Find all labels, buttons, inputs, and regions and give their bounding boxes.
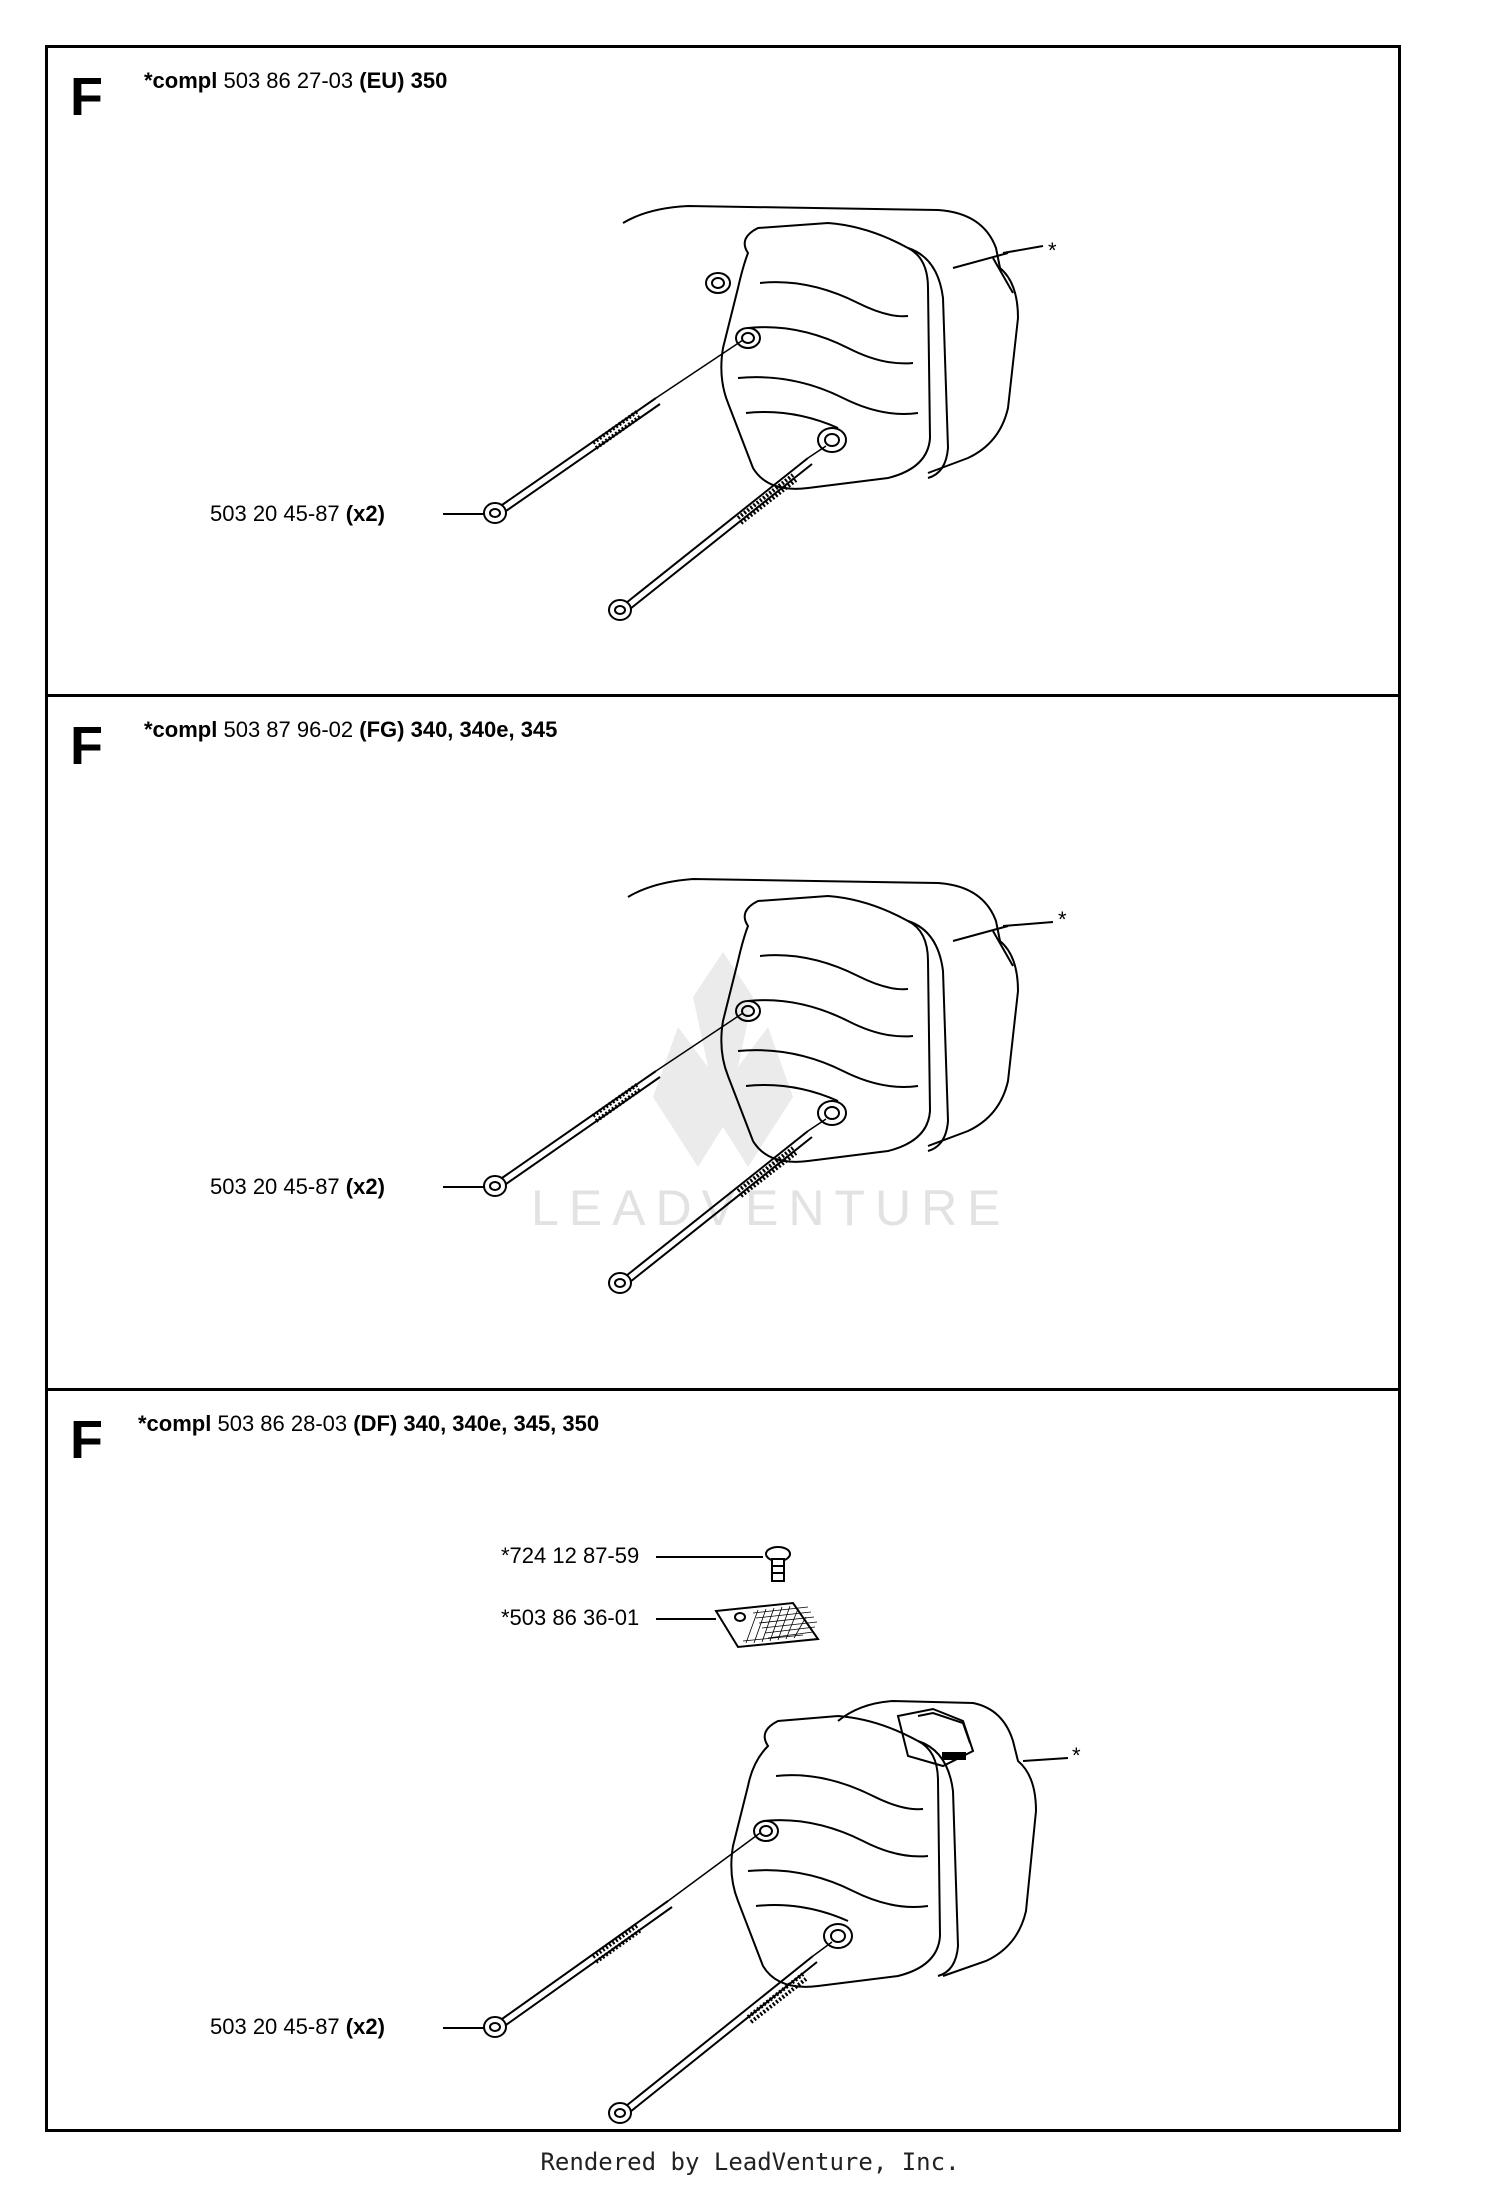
- bolt-callout: 503 20 45-87 (x2): [210, 2014, 385, 2040]
- callout-quantity: (x2): [345, 2014, 385, 2039]
- section-heading: *compl 503 86 27-03 (EU) 350: [144, 68, 447, 94]
- section-eu: F *compl 503 86 27-03 (EU) 350: [48, 48, 1398, 694]
- section-letter: F: [70, 1410, 103, 1470]
- screw-callout: *724 12 87-59: [501, 1543, 639, 1569]
- heading-part-number: 503 86 28-03: [217, 1411, 348, 1436]
- heading-variant: (DF) 340, 340e, 345, 350: [353, 1411, 600, 1436]
- heading-part-number: 503 86 27-03: [223, 68, 354, 93]
- callout-quantity: (x2): [345, 1174, 385, 1199]
- assembly-marker: *: [1058, 907, 1067, 932]
- callout-part-number: *724 12 87-59: [501, 1543, 640, 1568]
- heading-prefix: *compl: [138, 1411, 212, 1436]
- section-heading: *compl 503 87 96-02 (FG) 340, 340e, 345: [144, 717, 557, 743]
- section-fg: F *compl 503 87 96-02 (FG) 340, 340e, 34…: [48, 694, 1398, 1388]
- section-df: F *compl 503 86 28-03 (DF) 340, 340e, 34…: [48, 1388, 1398, 2129]
- assembly-marker: *: [1072, 1743, 1081, 1768]
- screen-callout: *503 86 36-01: [501, 1605, 639, 1631]
- section-letter: F: [70, 67, 103, 127]
- callout-part-number: *503 86 36-01: [501, 1605, 640, 1630]
- heading-prefix: *compl: [144, 68, 218, 93]
- diagram-frame: F *compl 503 86 27-03 (EU) 350: [45, 45, 1401, 2132]
- bolt-callout: 503 20 45-87 (x2): [210, 501, 385, 527]
- bolt-callout: 503 20 45-87 (x2): [210, 1174, 385, 1200]
- footer-credit: Rendered by LeadVenture, Inc.: [540, 2148, 960, 2176]
- callout-part-number: 503 20 45-87: [210, 1174, 340, 1199]
- muffler-illustration: [443, 1546, 1069, 2124]
- assembly-marker: *: [1048, 238, 1057, 263]
- watermark-text: LEADVENTURE: [531, 1180, 1011, 1236]
- section-heading: *compl 503 86 28-03 (DF) 340, 340e, 345,…: [138, 1411, 599, 1437]
- heading-prefix: *compl: [144, 717, 218, 742]
- heading-variant: (EU) 350: [359, 68, 448, 93]
- callout-part-number: 503 20 45-87: [210, 501, 340, 526]
- heading-part-number: 503 87 96-02: [223, 717, 354, 742]
- callout-quantity: (x2): [345, 501, 385, 526]
- callout-part-number: 503 20 45-87: [210, 2014, 340, 2039]
- muffler-illustration: [443, 204, 1044, 621]
- muffler-illustration: [443, 877, 1054, 1294]
- heading-variant: (FG) 340, 340e, 345: [359, 717, 558, 742]
- section-letter: F: [70, 716, 103, 776]
